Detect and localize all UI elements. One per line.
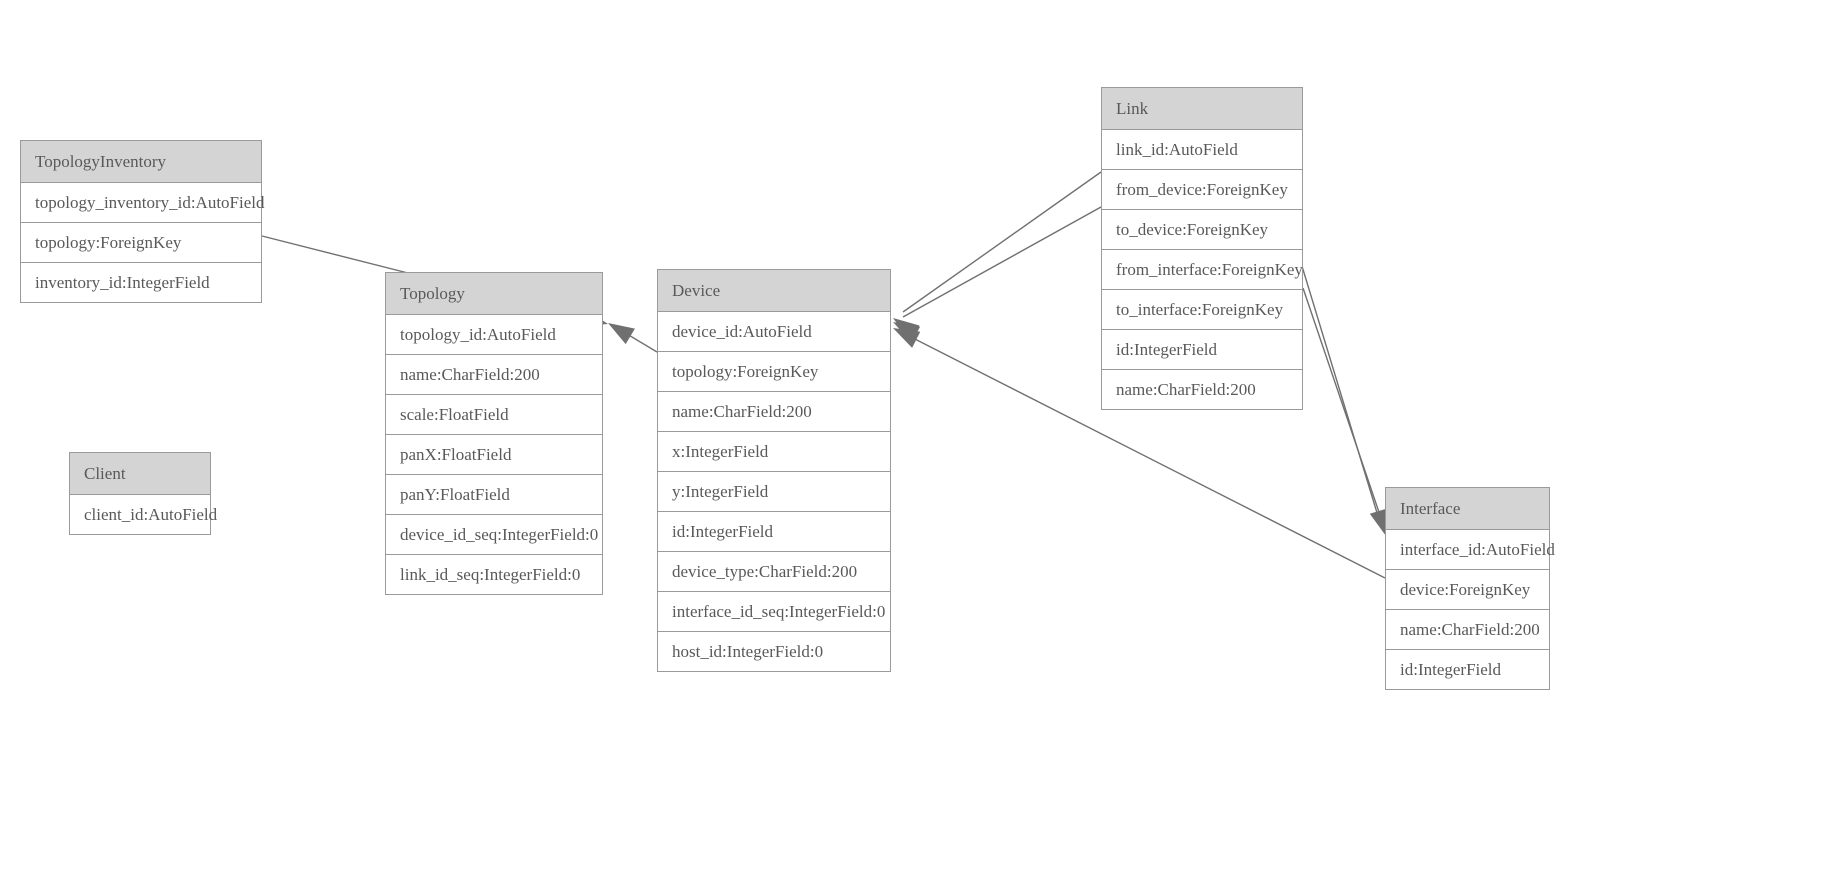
entity-field: y:IntegerField bbox=[658, 472, 890, 512]
arrowhead bbox=[893, 328, 921, 348]
entity-field: id:IntegerField bbox=[1102, 330, 1302, 370]
entity-field: client_id:AutoField bbox=[70, 495, 217, 534]
entity-title-interface: Interface bbox=[1386, 488, 1549, 530]
arrowhead bbox=[608, 323, 635, 345]
entity-field: device_id_seq:IntegerField:0 bbox=[386, 515, 602, 555]
entity-title-device: Device bbox=[658, 270, 890, 312]
rel-link-to-interface bbox=[1302, 287, 1390, 537]
entity-field: x:IntegerField bbox=[658, 432, 890, 472]
entity-field: device_type:CharField:200 bbox=[658, 552, 890, 592]
entity-field: from_device:ForeignKey bbox=[1102, 170, 1302, 210]
entity-field: name:CharField:200 bbox=[1102, 370, 1302, 409]
entity-field: interface_id:AutoField bbox=[1386, 530, 1555, 570]
entity-field: topology:ForeignKey bbox=[21, 223, 261, 263]
entity-field: scale:FloatField bbox=[386, 395, 602, 435]
entity-field: name:CharField:200 bbox=[1386, 610, 1549, 650]
entity-field: device_id:AutoField bbox=[658, 312, 890, 352]
arrowhead bbox=[893, 318, 920, 341]
entity-field: link_id:AutoField bbox=[1102, 130, 1302, 170]
entity-field: host_id:IntegerField:0 bbox=[658, 632, 890, 671]
entity-field: panX:FloatField bbox=[386, 435, 602, 475]
entity-field: link_id_seq:IntegerField:0 bbox=[386, 555, 602, 594]
entity-field: id:IntegerField bbox=[1386, 650, 1549, 689]
entity-field: to_device:ForeignKey bbox=[1102, 210, 1302, 250]
rel-link-from-device bbox=[893, 171, 1102, 341]
entity-field: name:CharField:200 bbox=[658, 392, 890, 432]
rel-link-from-interface bbox=[1297, 252, 1388, 536]
rel-link-to-device bbox=[893, 206, 1102, 343]
entity-field: from_interface:ForeignKey bbox=[1102, 250, 1303, 290]
entity-field: id:IntegerField bbox=[658, 512, 890, 552]
entity-field: inventory_id:IntegerField bbox=[21, 263, 261, 302]
entity-title-topology_inventory: TopologyInventory bbox=[21, 141, 261, 183]
entity-title-topology: Topology bbox=[386, 273, 602, 315]
entity-field: panY:FloatField bbox=[386, 475, 602, 515]
entity-field: to_interface:ForeignKey bbox=[1102, 290, 1302, 330]
arrowhead bbox=[893, 322, 921, 343]
entity-field: topology_id:AutoField bbox=[386, 315, 602, 355]
entity-title-client: Client bbox=[70, 453, 210, 495]
entity-field: device:ForeignKey bbox=[1386, 570, 1549, 610]
entity-field: topology:ForeignKey bbox=[658, 352, 890, 392]
entity-title-link: Link bbox=[1102, 88, 1302, 130]
entity-field: topology_inventory_id:AutoField bbox=[21, 183, 265, 223]
entity-field: interface_id_seq:IntegerField:0 bbox=[658, 592, 890, 632]
entity-field: name:CharField:200 bbox=[386, 355, 602, 395]
rel-device-topology bbox=[608, 323, 658, 353]
